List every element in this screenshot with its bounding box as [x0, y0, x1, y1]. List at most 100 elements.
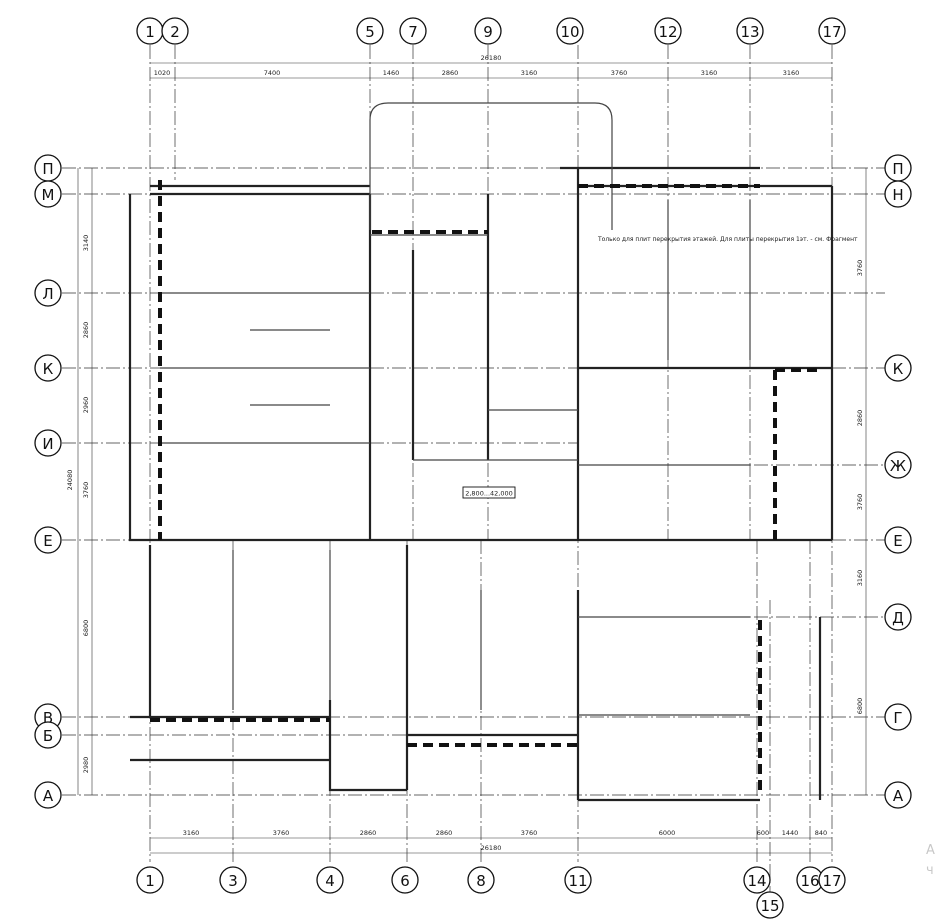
top-dim-segment-6: 3160 [701, 69, 718, 77]
axis-top-5: 5 [356, 17, 384, 45]
row-left-1: М [34, 180, 62, 208]
row-left-4-circle [34, 429, 62, 457]
axis-top-10-circle [556, 17, 584, 45]
top-dim-segment-5: 3760 [611, 69, 628, 77]
axis-bottom-4-label: 4 [325, 872, 335, 890]
bottom-dim-segment-1: 3760 [273, 829, 290, 837]
row-left-1-label: М [42, 186, 55, 204]
top-dim-segment-3: 2860 [442, 69, 459, 77]
row-right-6: Г [884, 703, 912, 731]
axis-bottom-17-circle [818, 866, 846, 894]
left-overall-dim: 24080 [66, 470, 74, 491]
bottom-dim-segment-7: 1440 [782, 829, 799, 837]
row-left-6-label: В [43, 709, 53, 727]
row-right-1-circle [884, 180, 912, 208]
axis-top-5-circle [356, 17, 384, 45]
row-right-4-label: Е [893, 532, 902, 550]
axis-bottom-16: 16 [796, 866, 824, 894]
right-dim-segment-2: 3760 [856, 494, 864, 511]
axis-bottom-3-label: 3 [228, 872, 238, 890]
axis-top-9-label: 9 [483, 23, 493, 41]
row-right-7: А [884, 781, 912, 809]
axis-bottom-11: 11 [564, 866, 592, 894]
row-left-8: А [34, 781, 62, 809]
row-right-5: Д [884, 603, 912, 631]
row-left-3-circle [34, 354, 62, 382]
axis-top-13-label: 13 [740, 23, 759, 41]
top-overall-dim: 26180 [481, 54, 502, 62]
row-left-0-label: П [42, 160, 53, 178]
elevation-mark: 2,800...42,000 [462, 486, 516, 499]
axis-top-13: 13 [736, 17, 764, 45]
row-left-7-circle [34, 721, 62, 749]
row-right-1: Н [884, 180, 912, 208]
row-left-2-label: Л [42, 285, 53, 303]
top-dim-segment-4: 3160 [521, 69, 538, 77]
bottom-dim-segment-5: 6000 [659, 829, 676, 837]
axis-top-1: 1 [136, 17, 164, 45]
watermark-letter-ch: ч [926, 863, 934, 878]
plate-note: Только для плит перекрытия этажей. Для п… [597, 236, 858, 243]
left-dim-segment-1: 2860 [82, 322, 90, 339]
axis-bottom-14: 14 [743, 866, 771, 894]
axis-bottom-6-label: 6 [400, 872, 410, 890]
row-left-3-label: К [43, 360, 54, 378]
axis-bottom-1: 1 [136, 866, 164, 894]
axis-top-7: 7 [399, 17, 427, 45]
row-left-3: К [34, 354, 62, 382]
beams [150, 180, 820, 795]
row-left-4: И [34, 429, 62, 457]
axis-top-2-label: 2 [170, 23, 180, 41]
bottom-dim-segment-4: 3760 [521, 829, 538, 837]
axis-top-17-circle [818, 17, 846, 45]
axis-top-1-label: 1 [145, 23, 155, 41]
row-right-2: К [884, 354, 912, 382]
axis-bottom-14-label: 14 [747, 872, 766, 890]
row-right-6-label: Г [893, 709, 902, 727]
axis-bottom-8: 8 [467, 866, 495, 894]
axis-bottom-17-label: 17 [822, 872, 841, 890]
row-right-1-label: Н [892, 186, 903, 204]
axis-bottom-1-circle [136, 866, 164, 894]
axis-bottom-11-label: 11 [568, 872, 587, 890]
row-right-3: Ж [884, 451, 912, 479]
axis-top-17-label: 17 [822, 23, 841, 41]
left-dim-segment-5: 2980 [82, 757, 90, 774]
axis-bottom-15-label: 15 [760, 897, 779, 915]
axis-top-7-circle [399, 17, 427, 45]
bottom-dim-segment-8: 840 [815, 829, 827, 837]
axis-top-2: 2 [161, 17, 189, 45]
axis-bottom-17: 17 [818, 866, 846, 894]
row-right-2-label: К [893, 360, 904, 378]
row-left-8-label: А [43, 787, 54, 805]
row-right-3-circle [884, 451, 912, 479]
bottom-overall-dim: 26180 [481, 844, 502, 852]
row-right-2-circle [884, 354, 912, 382]
left-dim-segment-4: 6800 [82, 620, 90, 637]
right-dim-segment-4: 6800 [856, 698, 864, 715]
axis-bottom-15-circle [756, 891, 784, 919]
row-left-7-label: Б [43, 727, 53, 745]
row-left-1-circle [34, 180, 62, 208]
row-right-3-label: Ж [890, 457, 906, 475]
row-left-5: Е [34, 526, 62, 554]
row-left-0: П [34, 154, 62, 182]
axis-top-12-label: 12 [658, 23, 677, 41]
watermark-letter-a: А [926, 843, 935, 858]
walls [128, 102, 834, 802]
axis-top-12-circle [654, 17, 682, 45]
vertical-axis-lines [149, 45, 833, 895]
row-right-5-label: Д [892, 609, 904, 627]
row-left-5-label: Е [43, 532, 52, 550]
axis-bottom-1-label: 1 [145, 872, 155, 890]
row-right-6-circle [884, 703, 912, 731]
bottom-dim-segment-6: 600 [757, 829, 769, 837]
row-right-7-label: А [893, 787, 904, 805]
level-mark-text: 2,800...42,000 [465, 490, 513, 498]
row-left-2: Л [34, 279, 62, 307]
axis-bottom-14-circle [743, 866, 771, 894]
row-left-7: Б [34, 721, 62, 749]
row-left-4-label: И [42, 435, 53, 453]
